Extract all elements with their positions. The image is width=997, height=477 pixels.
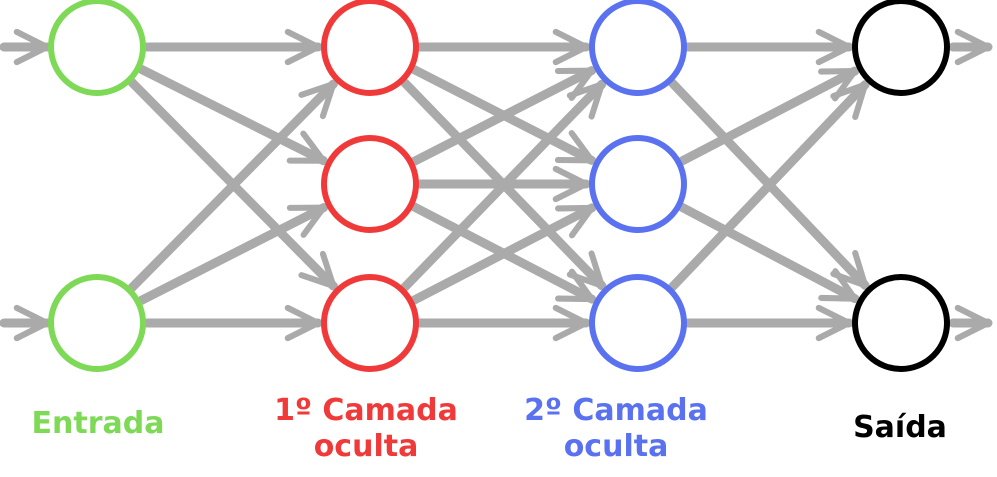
input-node-2	[48, 274, 146, 372]
output-node-2	[852, 274, 950, 372]
output-node-1	[852, 0, 950, 96]
hidden1-node-2	[321, 135, 419, 233]
hidden-layer-2-label-line-1: 2º Camada	[524, 393, 708, 428]
hidden2-node-2	[589, 135, 687, 233]
hidden1-node-1	[321, 0, 419, 96]
hidden-layer-1-label-line-1: 1º Camada	[274, 393, 458, 428]
nodes-group	[48, 0, 950, 372]
hidden2-node-3	[589, 274, 687, 372]
edge-l3-n2-to-l4-n2	[677, 202, 860, 304]
output-layer-label-line: Saída	[853, 410, 947, 445]
hidden-layer-1-label: 1º Camada oculta	[266, 393, 466, 465]
edge-l1-n1-to-l2-n2	[137, 64, 329, 166]
edge-l3-n3-to-l4-n1	[667, 80, 870, 292]
edge-l2-n3-to-l3-n2	[409, 203, 597, 305]
hidden-layer-1-label-line-2: oculta	[313, 429, 419, 464]
edge-l3-n2-to-l4-n1	[677, 66, 860, 166]
edge-l1-n2-to-l2-n2	[137, 203, 329, 305]
hidden2-node-1	[589, 0, 687, 96]
input-layer-label-line: Entrada	[31, 406, 165, 441]
input-layer-label: Entrada	[0, 406, 196, 442]
edge-l1-n2-to-l2-n1	[127, 79, 338, 292]
hidden-layer-2-label-line-2: oculta	[563, 429, 669, 464]
output-layer-label: Saída	[840, 410, 960, 446]
connections-group	[0, 28, 993, 342]
edge-l2-n3-to-l3-n1	[400, 79, 607, 292]
hidden-layer-2-label: 2º Camada oculta	[516, 393, 716, 465]
input-node-1	[48, 0, 146, 96]
edge-l2-n2-to-l3-n1	[410, 66, 597, 166]
hidden1-node-3	[321, 274, 419, 372]
